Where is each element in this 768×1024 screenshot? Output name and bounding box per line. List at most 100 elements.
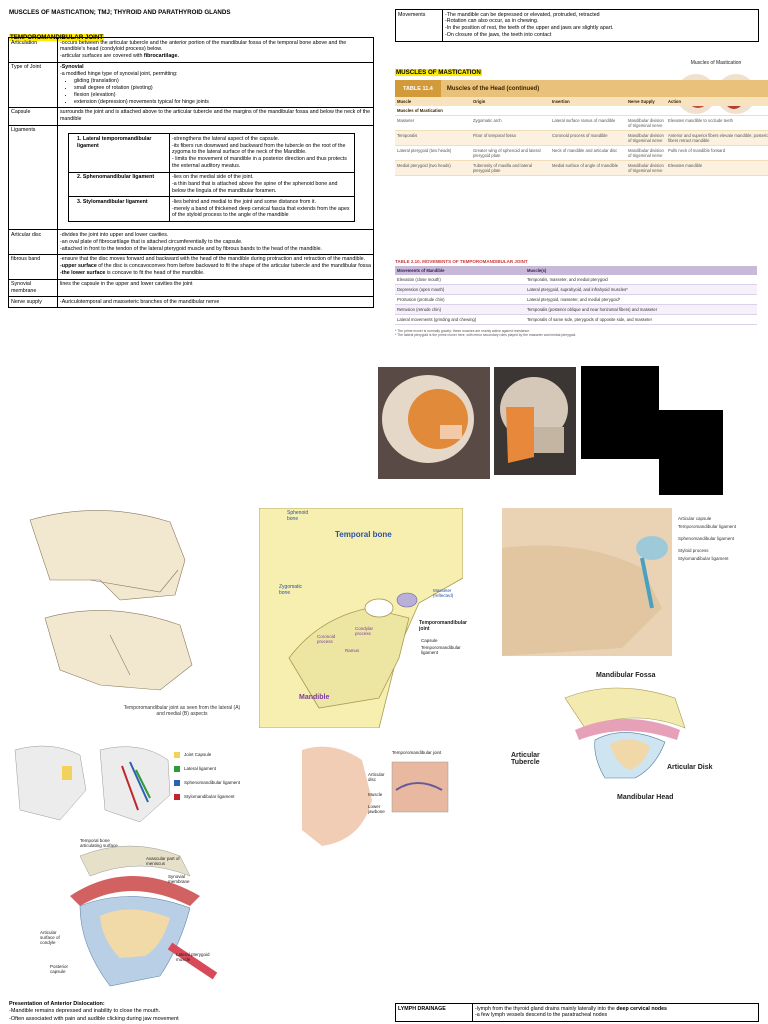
mandibular-fossa-figure: Mandibular Fossa Articular Tubercle Arti… — [505, 668, 713, 808]
label-mandibular-head: Mandibular Head — [617, 794, 674, 801]
sagittal-diagram — [70, 845, 218, 987]
jaw-muscle-photo — [494, 367, 576, 475]
bone-diagram — [258, 507, 464, 729]
label-articular-disc: Articular disc — [368, 772, 385, 782]
label-tmj: Temporomandibular joint — [392, 750, 442, 755]
temporal-bone-figure: Temporal bone Sphenoid bone Zygomatic bo… — [258, 507, 467, 729]
table-row: Retrusion (retrude chin)Temporalis (post… — [395, 304, 757, 315]
column-headers: Muscle Origin Insertion Nerve Supply Act… — [395, 97, 768, 106]
row-fibrous-band: fibrous band -ensure that the disc moves… — [8, 253, 374, 280]
fibrous-text: -upper surface of the disc is concavocon… — [60, 263, 371, 270]
list-item: flexion (elevation) — [74, 92, 371, 99]
ligament-desc: -lies on the medial side of the joint. -… — [169, 171, 355, 198]
ligament-legend-figure: Joint Capsule Lateral ligament Sphenoman… — [10, 740, 290, 830]
label-sphenoid-bone: Sphenoid bone — [287, 510, 309, 522]
label-tmj: Temporomandibular joint — [419, 620, 467, 632]
mastication-heading: MUSCLES OF MASTICATION — [395, 69, 482, 76]
label-lower-jawbone: Lower jawbone — [368, 804, 385, 814]
footnote: * The lateral pterygoid is the prime mov… — [395, 333, 577, 337]
skull-diagrams — [29, 510, 193, 691]
row-content: lines the capsule in the upper and lower… — [57, 278, 374, 298]
label-masseter: Masseter (reflected) — [433, 588, 454, 598]
label-temporal-bone: Temporal bone articulating surface — [80, 838, 118, 848]
label-coronoid: Coronoid process — [317, 634, 336, 644]
articulation-text: -occurs between the articular tubercle a… — [60, 39, 347, 53]
legend-sphenomandibular: Sphenomandibular ligament — [184, 780, 241, 785]
ligament-desc: -lies behind and medial to the joint and… — [169, 196, 355, 222]
column-header: Origin — [471, 97, 550, 106]
table-row: 2. Sphenomandibular ligament-lies on the… — [68, 171, 355, 198]
row-content: -Synovial -a modified hinge type of syno… — [57, 61, 374, 108]
fossa-diagram — [564, 687, 686, 779]
dislocation-line: -Mandible remains depressed and inabilit… — [9, 1008, 161, 1015]
skull-ligament-diagram — [502, 508, 672, 656]
row-articulation: Articulation -occurs between the articul… — [8, 37, 374, 63]
document-title: MUSCLES OF MASTICATION; TMJ; THYROID AND… — [9, 9, 231, 16]
row-type-of-joint: Type of Joint -Synovial -a modified hing… — [8, 61, 374, 108]
row-content: -Auriculotemporal and masseteric branche… — [57, 296, 374, 309]
table-row: 3. Stylomandibular ligament-lies behind … — [68, 196, 355, 222]
ligament-desc: -strengthens the lateral aspect of the c… — [169, 133, 355, 173]
row-label: Ligaments — [8, 124, 58, 231]
figure-title: Muscles of Mastication — [690, 60, 742, 66]
list-item: gliding (translation) — [74, 78, 371, 85]
ligament-name: 1. Lateral temporomandibular ligament — [68, 133, 170, 173]
label-tmj-ligament: Temporomandibular ligament — [421, 645, 461, 655]
row-synovial-membrane: Synovial membrane lines the capsule in t… — [8, 278, 374, 298]
table-title: Muscles of the Head (continued) — [446, 85, 540, 92]
label-sphenomandibular: Sphenomandibular ligament — [678, 536, 735, 541]
footnote: * The prime mover is normally gravity; t… — [395, 329, 531, 333]
ligament-name: 3. Stylomandibular ligament — [68, 196, 170, 222]
muscles-of-head-table: TABLE 11.4 Muscles of the Head (continue… — [395, 80, 768, 176]
row-label: Capsule — [8, 106, 58, 126]
label-articular-capsule: Articular capsule — [678, 516, 712, 521]
face-tmj-figure: Temporomandibular joint Articular disc M… — [292, 740, 472, 852]
label-zygomatic-bone: Zygomatic bone — [279, 584, 303, 596]
row-content: -divides the joint into upper and lower … — [57, 229, 374, 255]
row-content: -ensure that the disc moves forward and … — [57, 253, 374, 280]
section-row: Muscles of Mastication — [395, 106, 768, 116]
column-header: Nerve Supply — [626, 97, 666, 106]
skull-illustration — [382, 375, 474, 463]
tmj-sagittal-figure: Temporal bone articulating surface Avasc… — [40, 836, 220, 1006]
label-articular-tubercle: Articular Tubercle — [511, 752, 540, 766]
blacked-out-image — [581, 366, 659, 459]
table-row: LYMPH DRAINAGE -lymph from the thyroid g… — [395, 1003, 759, 1022]
column-header: Muscle — [395, 97, 471, 106]
column-header: Insertion — [550, 97, 626, 106]
row-ligaments: Ligaments 1. Lateral temporomandibular l… — [8, 124, 374, 231]
label-tmj-ligament: Temporomandibular ligament — [678, 524, 737, 529]
row-content: -lymph from the thyroid gland drains mai… — [472, 1003, 759, 1022]
label-articular-disk: Articular Disk — [667, 764, 713, 771]
label-styloid: Styloid process — [678, 548, 709, 553]
ligament-name: 2. Sphenomandibular ligament — [68, 171, 170, 198]
lymph-line: -a few lymph vessels descend to the para… — [475, 1012, 608, 1019]
dislocation-title: Presentation of Anterior Dislocation: — [9, 1001, 105, 1007]
dislocation-line: -Often associated with pain and audible … — [9, 1015, 179, 1022]
label-muscle: Muscle — [368, 792, 383, 797]
table-row: Protrusion (protrude chin)Lateral pteryg… — [395, 294, 757, 305]
table-row: Depression (open mouth)Lateral pterygoid… — [395, 284, 757, 295]
table-number: TABLE 11.4 — [395, 80, 441, 97]
row-label: fibrous band — [8, 253, 58, 280]
figure-caption: Temporomandibular joint as seen from the… — [123, 705, 241, 717]
fibrous-text: -the lower surface is concave to fit the… — [60, 270, 205, 277]
label-lateral-pterygoid: Lateral pterygoid muscle — [176, 952, 210, 962]
lymph-drainage-table: LYMPH DRAINAGE -lymph from the thyroid g… — [395, 1003, 759, 1022]
face-diagram — [302, 746, 449, 846]
table-row: Elevation (close mouth)Temporalis, masse… — [395, 275, 757, 285]
row-content: 1. Lateral temporomandibular ligament-st… — [57, 124, 374, 231]
synovial-label: -Synovial — [60, 64, 84, 71]
list-item: extension (depression) movements typical… — [74, 99, 371, 106]
fibrous-text: -ensure that the disc moves forward and … — [60, 256, 366, 263]
blacked-out-image — [659, 410, 723, 495]
row-label: Synovial membrane — [8, 278, 58, 298]
tmj-lateral-medial-figure: Temporomandibular joint as seen from the… — [10, 500, 255, 725]
table-row: Medial pterygoid (two heads)Tuberosity o… — [395, 160, 768, 176]
row-label: Type of Joint — [8, 61, 58, 108]
legend-stylomandibular: Stylomandibular ligament — [184, 794, 235, 799]
row-content: surrounds the joint and is attached abov… — [57, 106, 374, 126]
